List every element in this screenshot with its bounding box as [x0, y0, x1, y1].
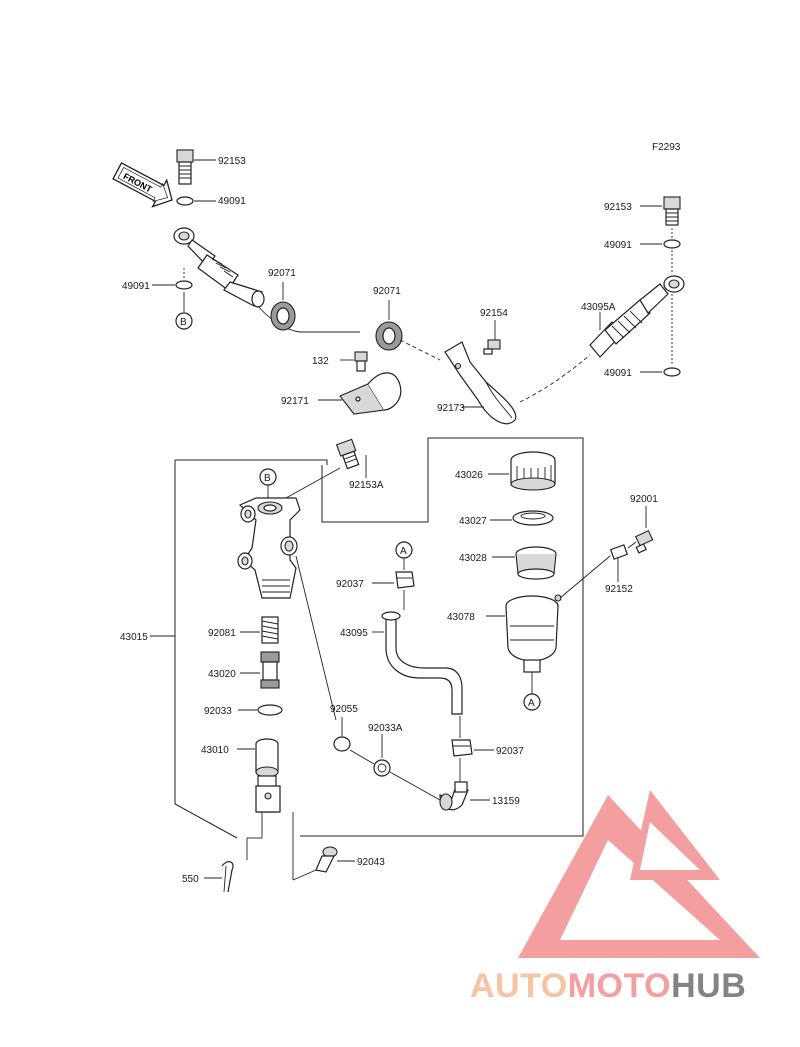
label-43026: 43026	[455, 470, 483, 481]
bolt-92153A	[335, 438, 360, 470]
label-92081: 92081	[208, 628, 236, 639]
washer-49091-b	[175, 280, 193, 290]
marker-a-bottom-label: A	[528, 698, 535, 709]
brand-moto: MOTO	[568, 967, 671, 1005]
label-92071-b: 92071	[373, 286, 401, 297]
marker-b-lower-label: B	[264, 473, 271, 484]
clamp-92171	[339, 372, 402, 415]
label-132: 132	[312, 356, 329, 367]
washer-49091-a	[176, 196, 194, 206]
reservoir-43078	[505, 594, 562, 673]
push-rod-clevis	[255, 775, 281, 813]
svg-text:AUTOMOTOHUB: AUTOMOTOHUB	[470, 967, 746, 1005]
label-92033A: 92033A	[368, 723, 403, 734]
marker-a-top-label: A	[400, 546, 407, 557]
label-43078: 43078	[447, 612, 475, 623]
marker-b-top-label: B	[180, 317, 187, 328]
label-550: 550	[182, 874, 199, 885]
label-49091-b: 49091	[122, 281, 150, 292]
circlip-92033	[257, 704, 283, 716]
label-43020: 43020	[208, 669, 236, 680]
circlip-92033A	[373, 759, 391, 777]
label-92171: 92171	[281, 396, 309, 407]
washer-49091-d	[663, 367, 681, 377]
cotter-pin-550	[221, 861, 234, 893]
grommet-92071-b	[375, 321, 403, 351]
label-49091-d: 49091	[604, 368, 632, 379]
label-92173: 92173	[437, 403, 465, 414]
label-43015: 43015	[120, 632, 148, 643]
pin-92043	[315, 846, 338, 873]
brand-hub: HUB	[671, 967, 746, 1005]
reservoir-hose-43095	[381, 611, 463, 715]
grommet-92071-a	[270, 301, 296, 331]
label-92033: 92033	[204, 706, 232, 717]
marker-a-bottom	[523, 693, 541, 711]
clip-92037-bottom	[451, 739, 473, 757]
cap-43026	[510, 451, 556, 491]
label-43027: 43027	[459, 516, 487, 527]
label-92153A: 92153A	[349, 480, 384, 491]
fitting-13159	[439, 781, 469, 811]
bolt-92153-left	[176, 149, 194, 185]
label-92055: 92055	[330, 704, 358, 715]
label-92152: 92152	[605, 584, 633, 595]
piston-43020	[260, 651, 280, 689]
label-92153-right: 92153	[604, 202, 632, 213]
oring-92055	[333, 736, 351, 752]
collar-92152	[609, 544, 629, 560]
label-49091-a: 49091	[218, 196, 246, 207]
label-92037-top: 92037	[336, 579, 364, 590]
bolt-92153-right	[663, 196, 681, 226]
label-92154: 92154	[480, 308, 508, 319]
label-92071-a: 92071	[268, 268, 296, 279]
boot-43010	[255, 738, 279, 778]
label-43010: 43010	[201, 745, 229, 756]
marker-b-top	[175, 312, 193, 330]
brand-logo: AUTOMOTOHUB	[470, 790, 760, 1005]
figure-code: F2293	[652, 142, 681, 153]
front-arrow-icon: FRONT	[112, 162, 173, 208]
label-43028: 43028	[459, 553, 487, 564]
label-43095: 43095	[340, 628, 368, 639]
plate-43027	[512, 510, 554, 526]
master-cylinder-body	[237, 497, 301, 599]
bolt-92001	[634, 529, 654, 554]
clip-92037-top	[395, 571, 415, 589]
spring-92081	[261, 616, 279, 644]
diaphragm-43028	[515, 546, 557, 580]
hose-fitting-left	[173, 227, 265, 308]
bolt-92154	[483, 339, 501, 355]
brand-auto: AUTO	[470, 967, 568, 1005]
label-92001: 92001	[630, 494, 658, 505]
label-92043: 92043	[357, 857, 385, 868]
washer-49091-c	[663, 239, 681, 249]
hose-fitting-right	[589, 275, 685, 358]
label-13159: 13159	[492, 796, 520, 807]
bolt-132	[354, 351, 368, 372]
label-43095A: 43095A	[581, 302, 616, 313]
label-49091-c: 49091	[604, 240, 632, 251]
label-92153-left: 92153	[218, 156, 246, 167]
label-92037-bottom: 92037	[496, 746, 524, 757]
